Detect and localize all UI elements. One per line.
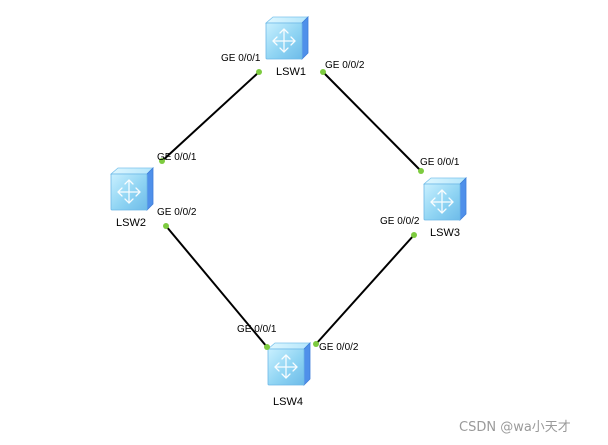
csdn-watermark: CSDN @wa小天才 (459, 420, 571, 435)
port-label-lsw2-ge001: GE 0/0/1 (157, 152, 197, 163)
port-label-lsw1-ge002: GE 0/0/2 (325, 60, 365, 71)
port-label-lsw3-ge001: GE 0/0/1 (420, 157, 460, 168)
switch-lsw4[interactable]: LSW4 (266, 342, 311, 408)
port-dot-lsw4-ge002[interactable] (313, 341, 319, 347)
port-dot-lsw4-ge001[interactable] (264, 344, 270, 350)
switch-lsw2[interactable]: LSW2 (109, 167, 154, 229)
device-label-lsw2: LSW2 (116, 217, 146, 229)
switch-icon (264, 16, 309, 60)
link-lsw2-lsw4[interactable] (165, 225, 268, 348)
port-label-lsw4-ge001: GE 0/0/1 (237, 324, 277, 335)
port-dot-lsw3-ge001[interactable] (418, 168, 424, 174)
port-label-lsw4-ge002: GE 0/0/2 (319, 342, 359, 353)
port-dot-lsw2-ge002[interactable] (163, 223, 169, 229)
link-lsw3-lsw4[interactable] (315, 234, 415, 345)
ports-layer (159, 69, 424, 350)
switch-lsw3[interactable]: LSW3 (422, 177, 467, 239)
port-dot-lsw1-ge001[interactable] (256, 69, 262, 75)
port-dot-lsw1-ge002[interactable] (320, 69, 326, 75)
device-label-lsw3: LSW3 (430, 227, 460, 239)
switch-icon (266, 342, 311, 386)
port-labels-layer: GE 0/0/1 GE 0/0/2 GE 0/0/1 GE 0/0/2 GE 0… (157, 53, 460, 353)
device-label-lsw4: LSW4 (273, 396, 303, 408)
port-label-lsw3-ge002: GE 0/0/2 (380, 216, 420, 227)
port-dot-lsw3-ge002[interactable] (411, 232, 417, 238)
link-lsw1-lsw3[interactable] (322, 71, 422, 172)
switch-icon (109, 167, 154, 211)
switch-lsw1[interactable]: LSW1 (264, 16, 309, 78)
port-label-lsw2-ge002: GE 0/0/2 (157, 207, 197, 218)
link-lsw1-lsw2[interactable] (161, 71, 260, 162)
links-layer (161, 71, 422, 348)
device-label-lsw1: LSW1 (276, 66, 306, 78)
port-dot-lsw2-ge001[interactable] (159, 158, 165, 164)
switch-icon (422, 177, 467, 221)
port-label-lsw1-ge001: GE 0/0/1 (221, 53, 261, 64)
